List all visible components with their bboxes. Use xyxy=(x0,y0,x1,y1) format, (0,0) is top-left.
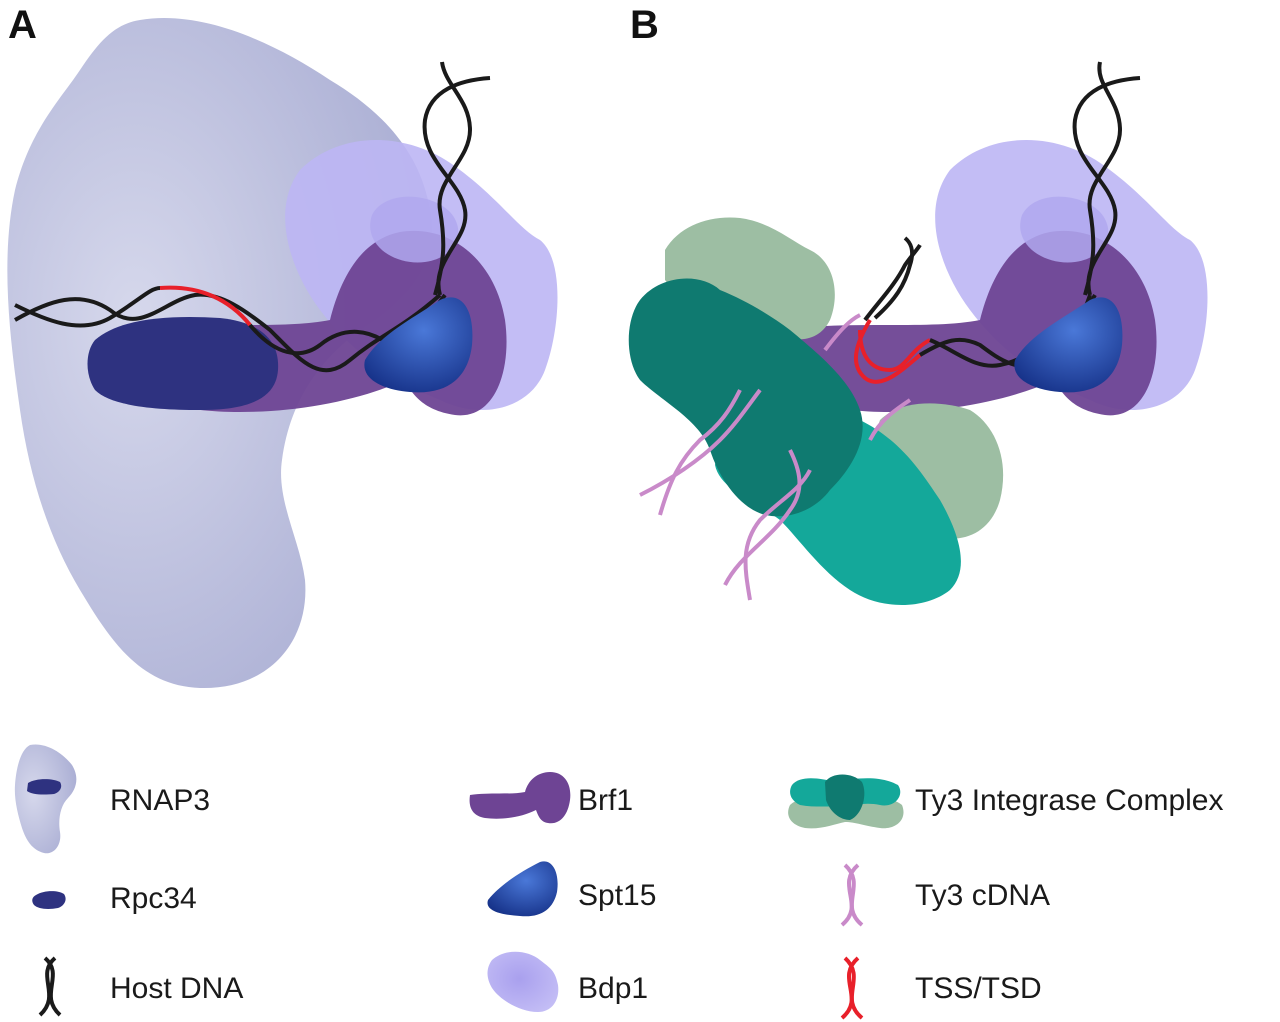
legend-brf1-icon xyxy=(469,772,571,824)
legend: RNAP3 Rpc34 Host DNA Brf1 Spt15 Bdp1 Ty3… xyxy=(14,744,1223,1020)
spt15-shape xyxy=(364,297,473,393)
bdp1-lobe xyxy=(370,196,459,263)
legend-cdna-icon xyxy=(840,863,864,927)
integrase-light-upper xyxy=(665,217,835,340)
legend-integrase-label: Ty3 Integrase Complex xyxy=(915,784,1223,817)
legend-integrase-icon xyxy=(788,774,904,829)
tss-segment-a xyxy=(159,285,252,327)
legend-tss-tsd-icon xyxy=(840,956,864,1020)
ty3-cdna-strand-4 xyxy=(743,469,812,601)
legend-rpc34-label: Rpc34 xyxy=(110,882,197,915)
legend-host-dna-icon xyxy=(38,956,62,1017)
host-dna-strand-a1 xyxy=(14,292,442,373)
host-dna-strand-a2 xyxy=(14,286,161,328)
host-dna-strand-b2 xyxy=(863,243,922,322)
host-dna-helix-a2 xyxy=(433,61,473,296)
host-dna-helix-b1 xyxy=(1072,76,1141,296)
legend-rpc34-icon xyxy=(32,891,66,909)
ty3-cdna-strand-2 xyxy=(658,389,742,516)
legend-tss-tsd-label: TSS/TSD xyxy=(915,972,1042,1005)
legend-bdp1-icon xyxy=(487,951,559,1012)
host-dna-helix-b2 xyxy=(1083,61,1123,296)
legend-rnap3-label: RNAP3 xyxy=(110,784,210,817)
panel-a xyxy=(7,18,558,689)
legend-brf1-label: Brf1 xyxy=(578,784,633,817)
host-dna-strand-b1 xyxy=(873,236,915,320)
legend-bdp1-label: Bdp1 xyxy=(578,972,648,1005)
ty3-cdna-strand-1 xyxy=(639,388,762,497)
ty3-cdna-strand-3 xyxy=(723,449,802,586)
integrase-dark xyxy=(628,278,863,517)
legend-spt15-label: Spt15 xyxy=(578,879,656,912)
rpc34-shape xyxy=(87,317,279,410)
panel-label-a: A xyxy=(8,3,37,47)
ty3-cdna-strand-5 xyxy=(868,398,912,441)
ty3-cdna-strand-6 xyxy=(823,313,861,352)
host-dna-helix-a1 xyxy=(422,76,491,296)
bdp1-lobe-b xyxy=(1020,196,1109,263)
panel-label-b: B xyxy=(630,3,659,47)
tss-strand-b2 xyxy=(858,329,931,373)
panel-b xyxy=(628,61,1208,605)
legend-host-dna-label: Host DNA xyxy=(110,972,243,1005)
legend-cdna-label: Ty3 cDNA xyxy=(915,879,1050,912)
spt15-shape-b xyxy=(1014,297,1123,393)
legend-rnap3-icon xyxy=(14,744,77,854)
legend-spt15-icon xyxy=(487,861,558,917)
